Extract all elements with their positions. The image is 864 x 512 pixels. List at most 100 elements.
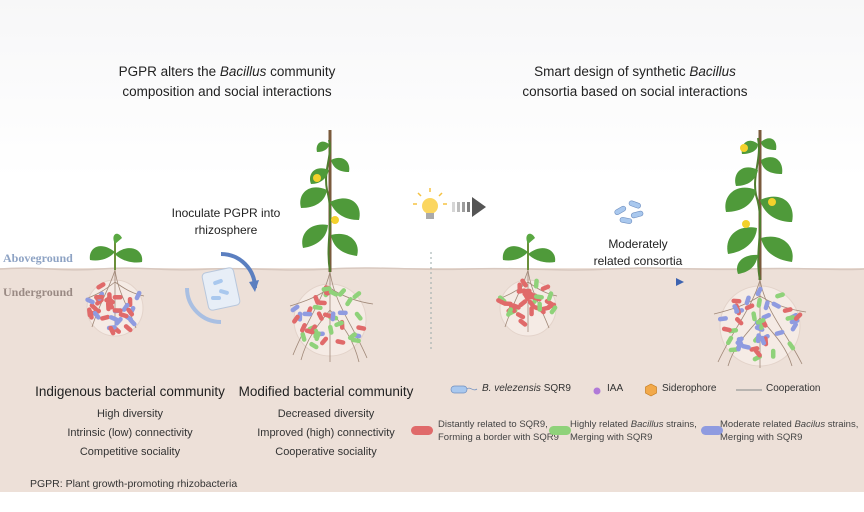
bacterium bbox=[725, 335, 734, 346]
bacterium bbox=[128, 317, 137, 327]
bacterium bbox=[330, 311, 336, 322]
bacterium bbox=[790, 322, 798, 332]
bacterium bbox=[763, 300, 770, 311]
plant-seedling-right bbox=[499, 233, 558, 337]
modified-community-header: Modified bacterial community bbox=[238, 384, 414, 399]
green-bacteria-swatch bbox=[549, 426, 571, 435]
lightbulb-icon bbox=[413, 188, 447, 219]
legend-cooperation: Cooperation bbox=[766, 383, 821, 394]
indigenous-prop-2: Intrinsic (low) connectivity bbox=[67, 427, 193, 439]
right-title: Smart design of synthetic Bacillus conso… bbox=[522, 64, 748, 99]
bacterium bbox=[337, 288, 347, 297]
bacterium bbox=[549, 305, 558, 315]
bacterium bbox=[529, 306, 534, 317]
bacterium bbox=[316, 300, 327, 306]
bacterium bbox=[744, 295, 751, 306]
bacterium bbox=[728, 347, 739, 353]
bacterium bbox=[540, 284, 551, 292]
bacterium bbox=[731, 298, 742, 304]
legend-red: Distantly related to SQR9,Forming a bord… bbox=[438, 419, 559, 443]
bacterium bbox=[89, 303, 99, 312]
cooperation-line-icon bbox=[736, 389, 762, 391]
bacterium bbox=[721, 326, 732, 333]
bacterium bbox=[537, 301, 543, 312]
bacterium bbox=[320, 336, 329, 346]
bacterium bbox=[356, 325, 367, 331]
bacterium bbox=[123, 324, 133, 333]
bacterium bbox=[759, 335, 767, 346]
consortia-bacteria-icon bbox=[614, 200, 644, 224]
bacterium bbox=[302, 311, 313, 317]
bacterium bbox=[290, 304, 300, 313]
bacterium bbox=[114, 316, 123, 326]
bacterium bbox=[126, 307, 135, 317]
section-divider bbox=[430, 252, 432, 352]
bacterium bbox=[337, 310, 348, 316]
legend-sqr9: B. velezensis SQR9 bbox=[482, 383, 571, 394]
legend-blue: Moderate related Bacilus strains, Mergin… bbox=[720, 419, 859, 443]
bacterium bbox=[775, 292, 785, 299]
siderophore-hex-icon bbox=[645, 383, 657, 397]
bacterium bbox=[292, 314, 300, 324]
bacterium bbox=[312, 304, 323, 311]
bacterium bbox=[506, 307, 513, 317]
bacterium bbox=[756, 297, 762, 308]
modified-prop-3: Cooperative sociality bbox=[275, 446, 377, 458]
bacterium bbox=[740, 343, 751, 350]
bacterium bbox=[753, 348, 762, 358]
bacterium bbox=[782, 307, 793, 313]
bacterium bbox=[774, 329, 785, 336]
bacterium bbox=[785, 315, 796, 321]
bacterium bbox=[108, 315, 119, 322]
bacterium bbox=[112, 294, 123, 300]
iaa-dot-icon bbox=[593, 387, 601, 395]
bacterium bbox=[502, 301, 513, 307]
legend-iaa: IAA bbox=[607, 383, 624, 394]
bacterium bbox=[304, 328, 315, 335]
bacterium bbox=[95, 297, 104, 306]
underground-soil bbox=[0, 268, 864, 492]
bacterium bbox=[313, 328, 319, 339]
left-title: PGPR alters the Bacillus community compo… bbox=[118, 64, 336, 99]
bacterium bbox=[104, 297, 114, 305]
dashed-arrow-icon bbox=[452, 197, 486, 217]
bacterium bbox=[96, 282, 106, 290]
bacterium bbox=[734, 317, 744, 326]
bacterium bbox=[87, 307, 93, 318]
bacterium bbox=[755, 333, 761, 344]
bacterium bbox=[92, 310, 101, 320]
bacterium bbox=[755, 317, 766, 325]
bacterium bbox=[511, 303, 521, 310]
bacterium bbox=[345, 297, 353, 307]
bottom-margin bbox=[0, 492, 864, 512]
bacterium bbox=[517, 282, 523, 293]
indigenous-prop-1: High diversity bbox=[96, 408, 164, 420]
modified-prop-1: Decreased diversity bbox=[277, 408, 375, 420]
bacterium bbox=[751, 311, 757, 322]
bacterium bbox=[770, 348, 776, 359]
bacterium bbox=[509, 304, 517, 314]
indigenous-prop-3: Competitive sociality bbox=[79, 446, 181, 458]
bacterium bbox=[761, 312, 771, 320]
bacterium bbox=[354, 311, 363, 321]
bacterium bbox=[347, 332, 357, 341]
bacterium bbox=[118, 312, 129, 319]
bacterium bbox=[518, 318, 528, 327]
bacterium bbox=[787, 341, 796, 351]
bacterium bbox=[85, 297, 95, 305]
sqr9-swatch-icon bbox=[450, 385, 478, 394]
bacterium bbox=[121, 302, 130, 312]
bacterium bbox=[105, 301, 111, 312]
legend-green: Highly related Bacillus strains, Merging… bbox=[570, 419, 697, 443]
bacterium bbox=[335, 339, 346, 345]
modified-prop-2: Improved (high) connectivity bbox=[257, 427, 395, 439]
pgpr-inoculum-icon bbox=[185, 252, 259, 324]
bacterium bbox=[321, 286, 332, 292]
bacterium bbox=[94, 294, 105, 300]
indigenous-community-header: Indigenous bacterial community bbox=[35, 384, 225, 399]
red-bacteria-swatch bbox=[411, 426, 433, 435]
